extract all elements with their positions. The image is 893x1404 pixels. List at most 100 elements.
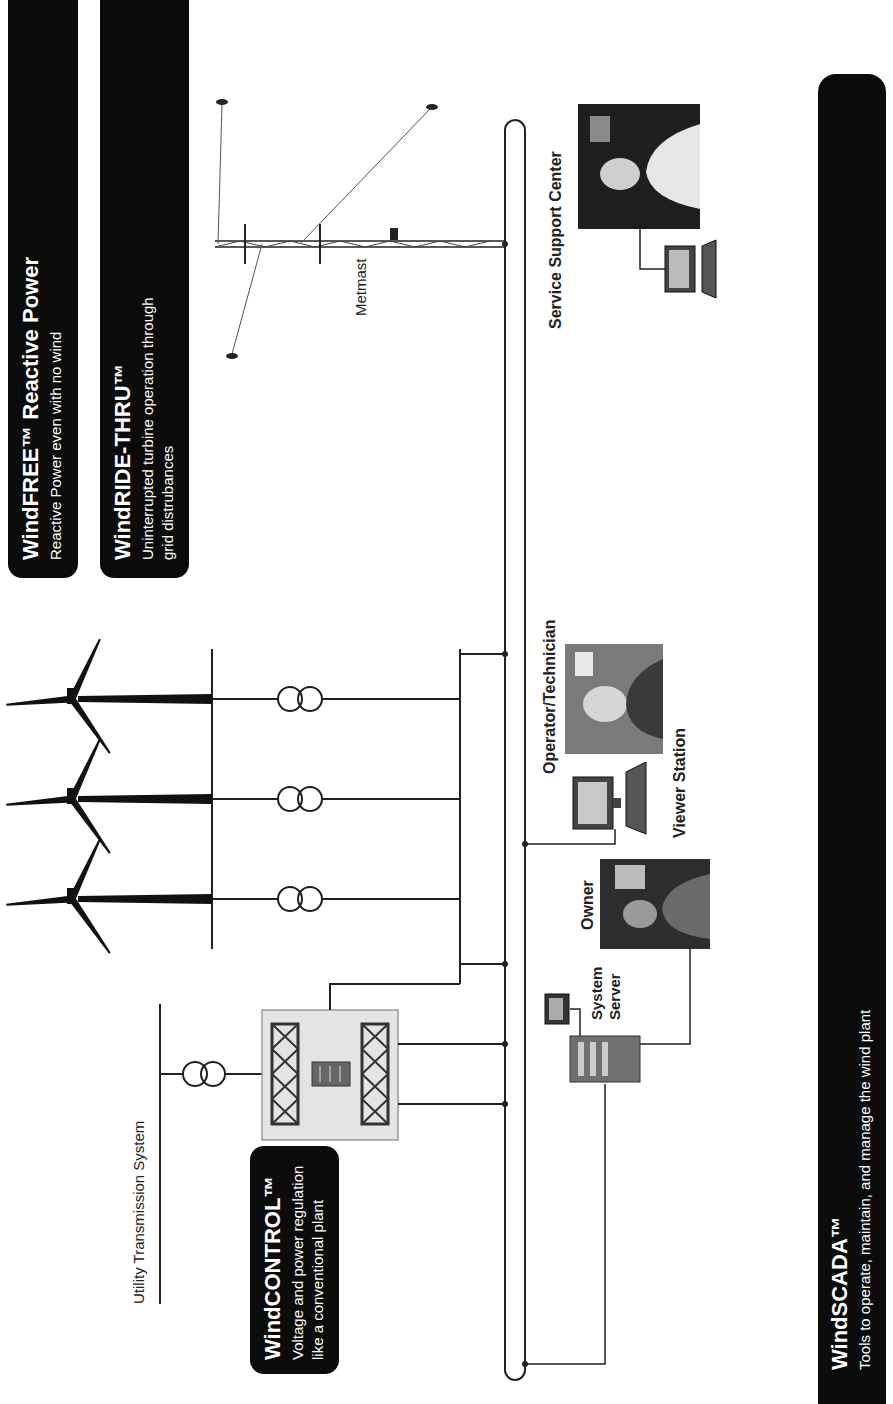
callout-body: Tools to operate, maintain, and manage t… — [855, 470, 875, 1370]
photo-frame — [578, 104, 700, 229]
guy-anchor — [216, 99, 228, 105]
callout-body: Voltage and power regulation like a conv… — [288, 1158, 327, 1360]
keyboard-icon — [702, 240, 716, 298]
comm-tap — [460, 653, 505, 655]
transformer-coil — [298, 887, 322, 911]
viewer-station-icon — [573, 762, 646, 834]
substation-gantry — [272, 1024, 298, 1124]
server-wiring — [525, 229, 690, 1364]
wire — [322, 898, 460, 900]
comm-tap — [398, 1103, 505, 1105]
turbine-blade — [6, 896, 72, 909]
photo-frame — [565, 644, 663, 754]
keyboard-icon — [626, 762, 646, 834]
operator-photo — [565, 644, 663, 754]
photo-detail — [590, 116, 610, 142]
drive-bay — [578, 1042, 584, 1076]
collector-wiring — [212, 649, 505, 1104]
turbine-blade — [69, 897, 113, 955]
sensor-boom — [319, 224, 321, 264]
monitor-icon — [573, 777, 613, 829]
wire — [640, 229, 665, 269]
wind-turbine — [6, 638, 212, 755]
photo-detail — [615, 865, 645, 889]
turbine-blade — [6, 696, 72, 709]
comm-tap — [460, 963, 505, 965]
substation — [262, 1010, 398, 1140]
transformer-coil — [201, 1062, 225, 1086]
turbine-feeders — [212, 687, 460, 911]
turbine-nacelle — [67, 688, 76, 704]
mast-leg — [215, 240, 505, 242]
feature-banner: WindSCADA™Tools to operate, maintain, an… — [818, 74, 886, 1404]
photo-figure — [662, 874, 710, 939]
junction-dot — [502, 961, 508, 967]
monitor-screen — [549, 998, 563, 1020]
wire — [225, 1073, 262, 1075]
wire — [160, 1073, 183, 1075]
server-case — [570, 1036, 640, 1082]
monitor-screen — [578, 782, 607, 824]
comm-tap — [398, 1043, 505, 1045]
transformer-coil — [298, 687, 322, 711]
bus-dots — [502, 241, 528, 1367]
photo-figure — [600, 158, 640, 190]
callout-body: Uninterrupted turbine operation through … — [138, 285, 177, 560]
monitor-screen — [669, 250, 689, 288]
guy-anchor — [226, 353, 238, 359]
wire — [322, 698, 460, 700]
callout-heading: WindCONTROL™ — [260, 1158, 286, 1360]
turbine-nacelle — [67, 788, 76, 804]
owner-photo — [600, 859, 710, 949]
photo-detail — [575, 652, 593, 676]
gantry-lattice — [362, 1024, 388, 1124]
communication-bus — [505, 120, 525, 1380]
turbine-tower — [78, 694, 212, 704]
wire — [212, 798, 278, 800]
turbine-tower — [78, 894, 212, 904]
callout-heading: WindRIDE-THRU™ — [110, 16, 136, 560]
callout-heading: WindSCADA™ — [827, 90, 853, 1370]
callout-heading: WindFREE™ Reactive Power — [18, 16, 44, 560]
transmission-line — [159, 1004, 161, 1304]
photo-figure — [646, 124, 700, 209]
photo-figure — [623, 900, 657, 928]
wire — [322, 798, 460, 800]
guy-wire — [232, 244, 262, 354]
turbine-nacelle — [67, 888, 76, 904]
wire — [640, 949, 690, 1044]
guy-wire — [218, 104, 222, 244]
sensor-boom — [244, 224, 246, 264]
wind-turbine — [6, 738, 212, 855]
component-label: Utility Transmission System — [130, 1121, 148, 1304]
callout-body: Reactive Power even with no wind — [46, 160, 66, 560]
gantry-lattice — [272, 1024, 298, 1124]
junction-dot — [502, 241, 508, 247]
wire — [212, 698, 278, 700]
photo-frame — [600, 859, 710, 949]
component-label: System Server — [588, 956, 624, 1020]
drive-bay — [590, 1042, 596, 1076]
component-label: Owner — [578, 880, 597, 930]
switchgear — [312, 1062, 350, 1086]
wire — [330, 984, 460, 1010]
wind-turbine — [6, 838, 212, 955]
utility-connection — [160, 1004, 262, 1304]
feature-callout: WindCONTROL™Voltage and power regulation… — [250, 1146, 339, 1374]
monitor-icon — [665, 246, 695, 292]
metmast — [215, 99, 505, 359]
photo-figure — [626, 659, 663, 739]
component-label: Viewer Station — [670, 728, 689, 838]
monitor-icon — [545, 994, 569, 1024]
turbine-blade — [6, 796, 72, 809]
wire — [525, 1084, 605, 1364]
photo-figure — [583, 686, 627, 722]
logger-box — [390, 228, 398, 240]
wire — [212, 898, 278, 900]
component-label: Service Support Center — [546, 151, 565, 329]
mast-lattice — [215, 241, 490, 247]
substation-gantry — [362, 1024, 388, 1124]
junction-dot — [502, 1041, 508, 1047]
substation-yard — [262, 1010, 398, 1140]
junction-dot — [502, 1101, 508, 1107]
